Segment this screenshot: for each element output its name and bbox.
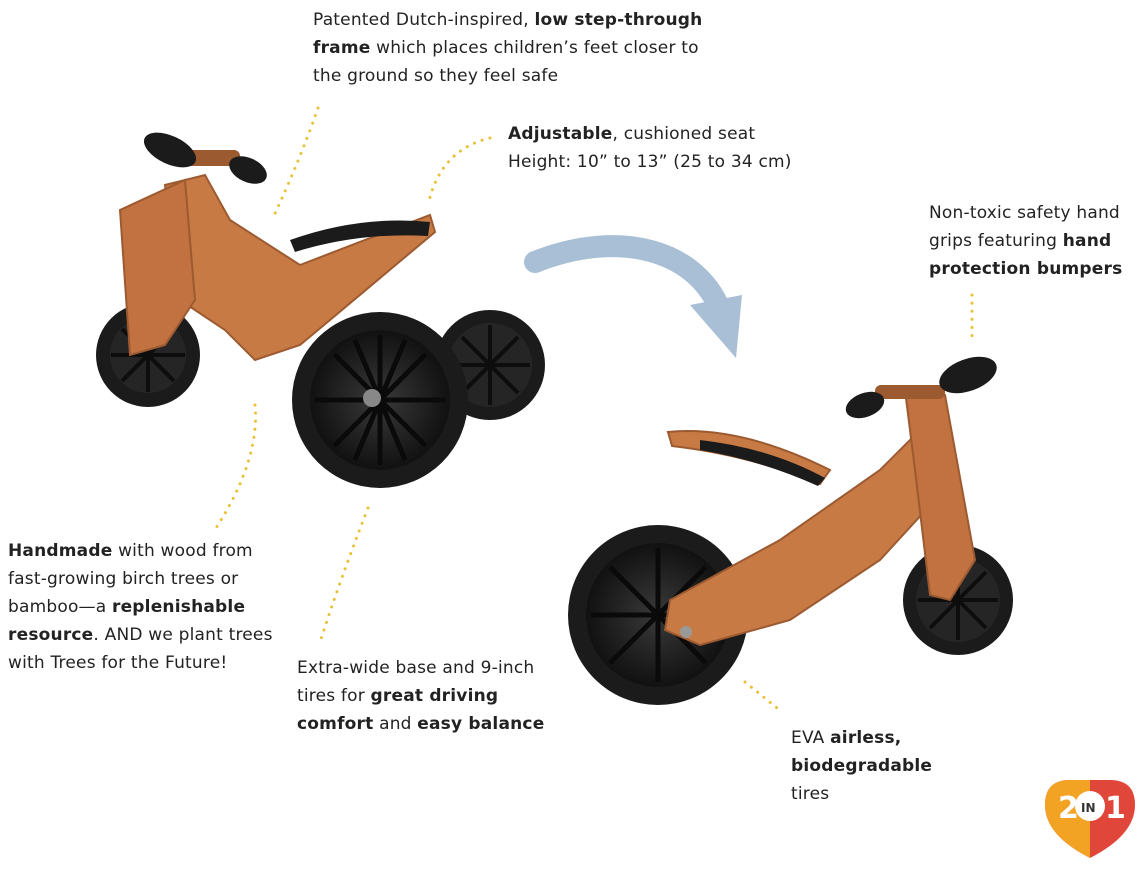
callout-grips: Non-toxic safety hand grips featuring ha… (929, 199, 1134, 283)
callout-handmade-part-3: . AND we plant trees with Trees for the … (8, 625, 273, 673)
callout-grips-part-1: hand protection bumpers (929, 231, 1123, 279)
balance-mode-bike (568, 356, 1013, 705)
callout-grips-part-0: Non-toxic safety hand grips featuring (929, 203, 1120, 251)
leader-lines (214, 106, 974, 714)
badge-number-left: 2 (1058, 791, 1079, 826)
balance-rear-wheel (568, 525, 748, 705)
callout-seat-part-1: , cushioned seat Height: 10” to 13” (25 … (508, 124, 792, 172)
callout-frame: Patented Dutch-inspired, low step-throug… (313, 6, 713, 90)
tricycle-mode-bike (96, 132, 545, 488)
callout-seat: Adjustable, cushioned seat Height: 10” t… (508, 120, 808, 176)
callout-tires-part-2: tires (791, 784, 830, 804)
badge-number-right: 1 (1105, 791, 1126, 826)
callout-base: Extra-wide base and 9-inch tires for gre… (297, 654, 552, 738)
callout-seat-part-0: Adjustable (508, 124, 613, 144)
callout-tires-part-1: airless, biodegradable (791, 728, 933, 776)
callout-frame-part-1: low step-through frame (313, 10, 703, 58)
callout-frame-part-2: which places children’s feet closer to t… (313, 38, 699, 86)
callout-handmade-part-2: replenishable resource (8, 597, 246, 645)
callout-base-part-0: Extra-wide base and 9-inch tires for (297, 658, 535, 706)
callout-base-part-2: and (373, 714, 418, 734)
callout-tires: EVA airless, biodegradable tires (791, 724, 971, 808)
callout-handmade-part-1: with wood from fast-growing birch trees … (8, 541, 253, 617)
badge-word: IN (1081, 801, 1096, 815)
callout-handmade: Handmade with wood from fast-growing bir… (8, 537, 283, 677)
two-in-one-badge: 2 IN 1 (1045, 780, 1135, 858)
callout-handmade-part-0: Handmade (8, 541, 113, 561)
conversion-arrow (524, 235, 742, 358)
callout-base-part-3: easy balance (417, 714, 545, 734)
callout-frame-part-0: Patented Dutch-inspired, (313, 10, 535, 30)
callout-base-part-1: great driving comfort (297, 686, 499, 734)
rear-wheel-near (292, 312, 468, 488)
callout-tires-part-0: EVA (791, 728, 831, 748)
